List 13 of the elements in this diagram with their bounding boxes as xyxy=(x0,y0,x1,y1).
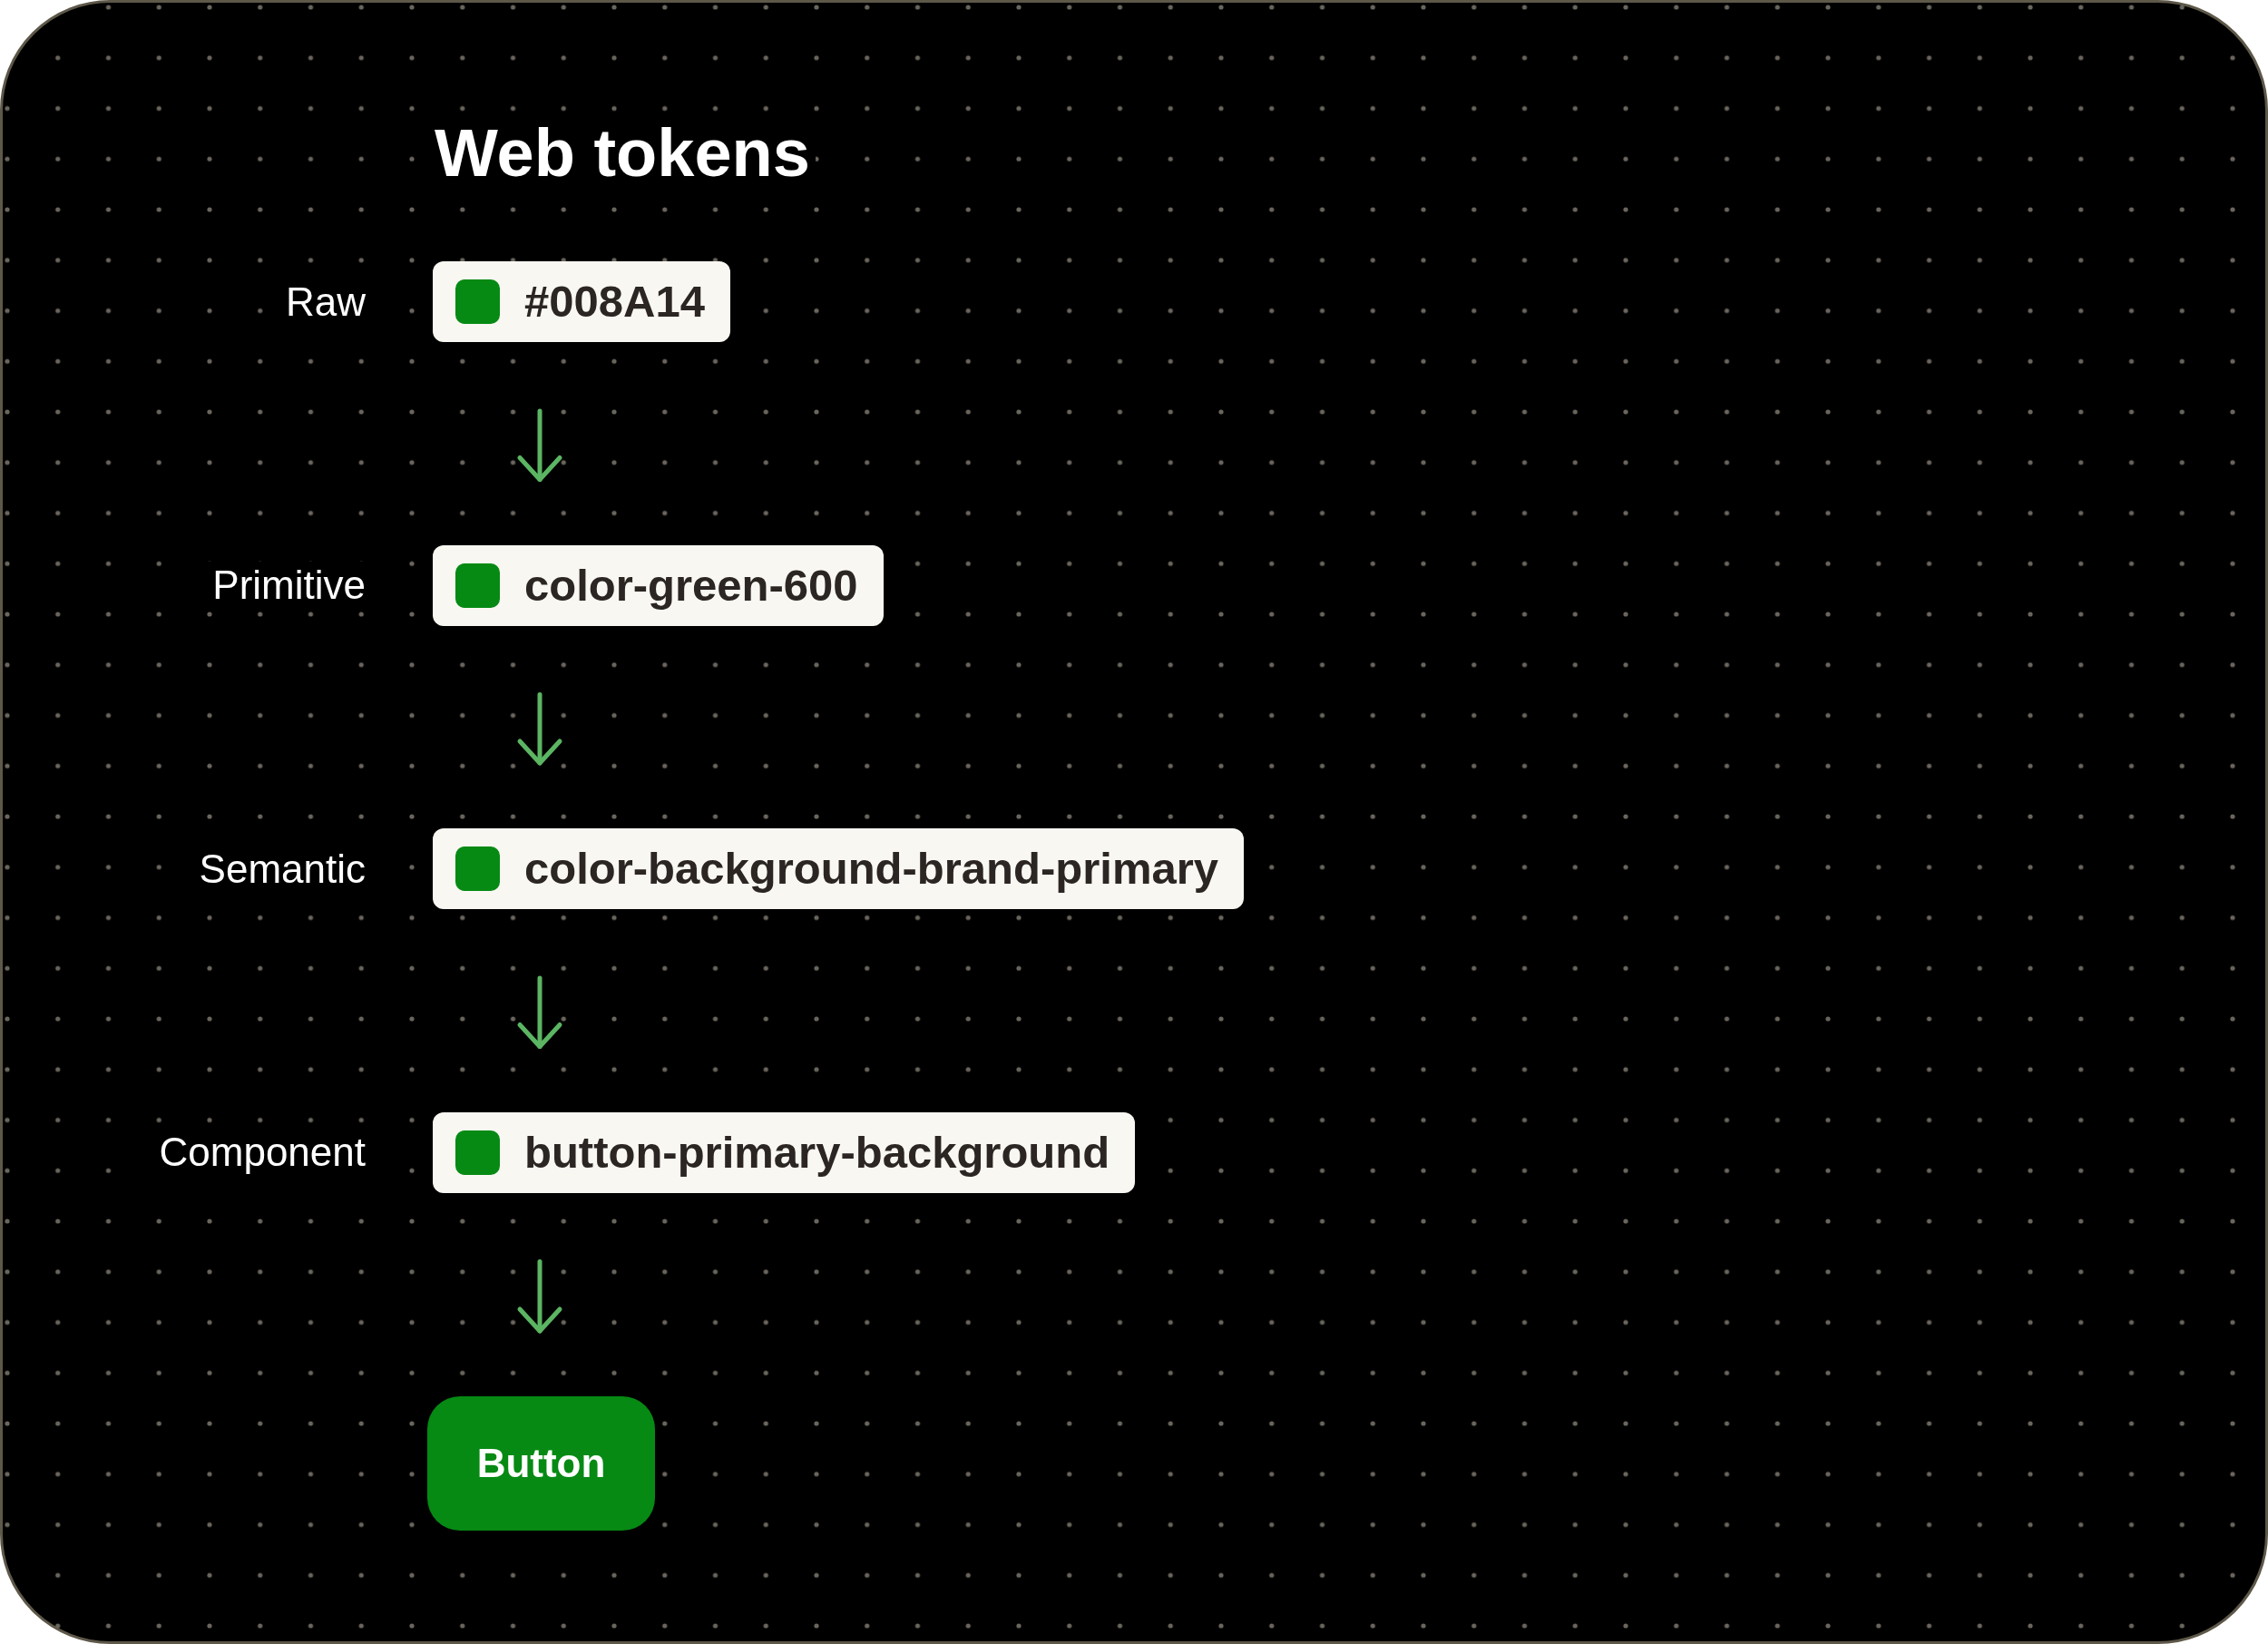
token-chip xyxy=(433,261,730,342)
token-chip xyxy=(433,828,1245,909)
token-name: color-green-600 xyxy=(524,563,858,608)
token-name: #008A14 xyxy=(524,279,705,324)
token-chip xyxy=(433,544,884,626)
token-chip xyxy=(433,1111,1136,1193)
token-name: color-background-brand-primary xyxy=(524,846,1219,891)
button: Button xyxy=(427,1396,655,1531)
token-name: button-primary-background xyxy=(524,1130,1110,1175)
arrow xyxy=(517,692,562,766)
arrow xyxy=(517,408,562,482)
arrow xyxy=(517,975,562,1049)
arrow xyxy=(517,1259,562,1334)
